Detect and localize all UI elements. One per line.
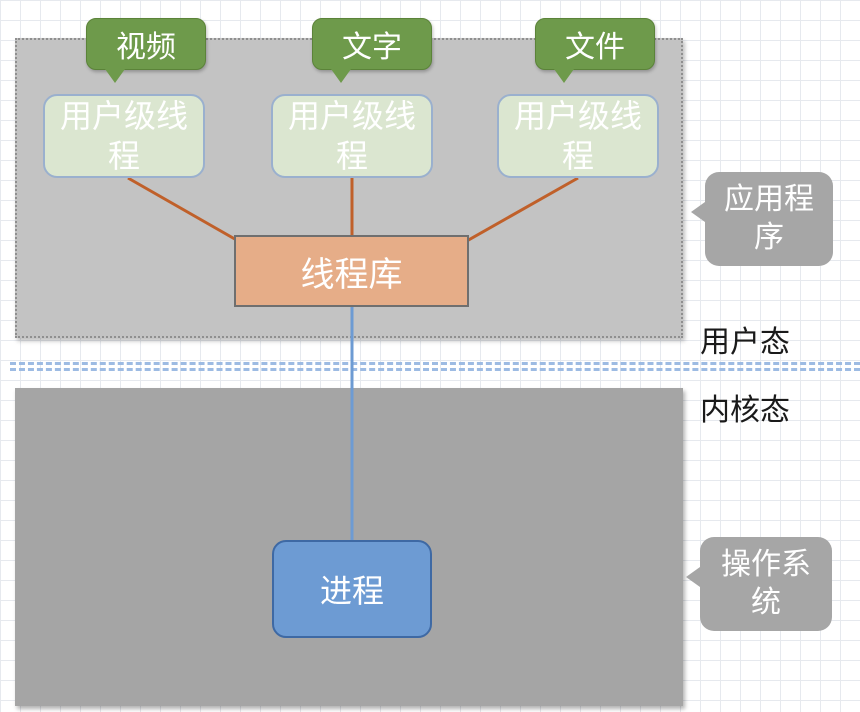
- kernel-mode-label: 内核态: [700, 393, 790, 428]
- user-mode-label: 用户态: [700, 325, 790, 360]
- process-label: 进程: [319, 572, 384, 610]
- callout-text-label: 文字: [342, 30, 402, 65]
- callout-video: 视频: [86, 18, 206, 83]
- callout-text: 文字: [312, 18, 432, 83]
- user-level-thread-1: 用户级线程: [43, 94, 205, 178]
- os-label: 操作系统: [721, 547, 811, 620]
- user-level-thread-3-label: 用户级线程: [513, 97, 642, 175]
- application-callout: 应用程序: [691, 172, 833, 266]
- user-level-thread-2: 用户级线程: [271, 94, 433, 178]
- user-level-thread-3: 用户级线程: [497, 94, 659, 178]
- application-label: 应用程序: [724, 182, 814, 255]
- callout-file-label: 文件: [565, 30, 625, 65]
- callout-file: 文件: [535, 18, 655, 83]
- user-level-thread-2-label: 用户级线程: [287, 97, 416, 175]
- user-kernel-divider: [10, 362, 860, 371]
- thread-library-label: 线程库: [300, 254, 403, 295]
- user-level-thread-1-label: 用户级线程: [59, 97, 188, 175]
- os-callout: 操作系统: [686, 537, 832, 631]
- callout-video-label: 视频: [116, 30, 176, 65]
- thread-library-box: 线程库: [234, 235, 469, 307]
- process-box: 进程: [272, 540, 432, 638]
